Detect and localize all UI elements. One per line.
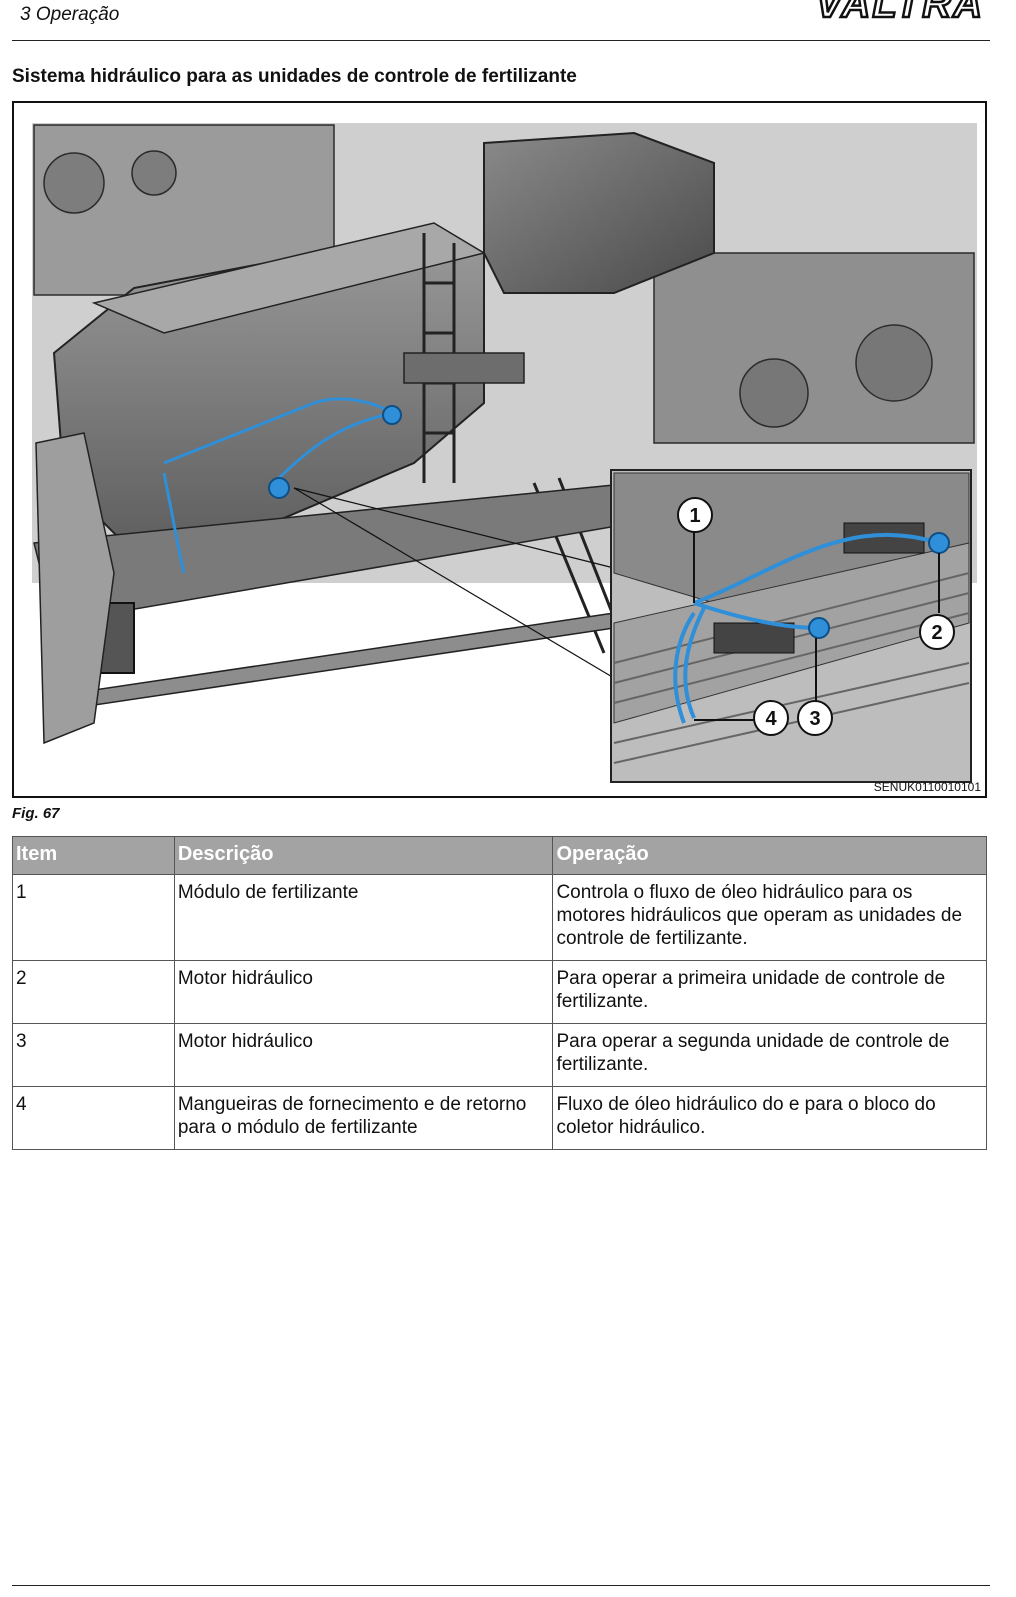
brand-logo: VALTRA (814, 0, 984, 27)
cell-descricao: Módulo de fertilizante (173, 874, 554, 961)
callout-2 (919, 614, 955, 650)
cell-operacao: Para operar a primeira unidade de contro… (552, 960, 987, 1024)
table-header-row: Item Descrição Operação (12, 836, 987, 875)
cell-operacao: Para operar a segunda unidade de control… (552, 1023, 987, 1087)
table-row: 4 Mangueiras de fornecimento e de retorn… (12, 1086, 987, 1150)
cell-item: 1 (12, 874, 175, 961)
cell-item: 3 (12, 1023, 175, 1087)
header-item: Item (12, 836, 175, 875)
machine-illustration: 1 2 3 4 (32, 123, 977, 783)
header-operacao: Operação (552, 836, 987, 875)
callout-3-label: 3 (809, 708, 820, 730)
callout-4 (753, 700, 789, 736)
figure-illustration: 1 2 3 4 SENUK0110010101 (12, 101, 987, 798)
header-descricao: Descrição (173, 836, 554, 875)
footer-rule (12, 1585, 990, 1586)
callout-2-label: 2 (931, 622, 942, 644)
callout-4-label: 4 (765, 708, 777, 730)
cell-descricao: Motor hidráulico (173, 1023, 554, 1087)
cell-operacao: Fluxo de óleo hidráulico do e para o blo… (552, 1086, 987, 1150)
figure-code: SENUK0110010101 (873, 780, 981, 794)
cell-descricao: Motor hidráulico (173, 960, 554, 1024)
callout-3 (797, 700, 833, 736)
cell-item: 2 (12, 960, 175, 1024)
chapter-title: 3 Operação (20, 4, 120, 25)
callout-1-label: 1 (689, 505, 700, 527)
callout-1 (677, 497, 713, 533)
figure-caption: Fig. 67 (12, 805, 60, 822)
cell-operacao: Controla o fluxo de óleo hidráulico para… (552, 874, 987, 961)
page-header: 3 Operação VALTRA (12, 0, 990, 41)
table-row: 2 Motor hidráulico Para operar a primeir… (12, 960, 987, 1024)
cell-descricao: Mangueiras de fornecimento e de retorno … (173, 1086, 554, 1150)
section-title: Sistema hidráulico para as unidades de c… (12, 66, 577, 87)
table-row: 1 Módulo de fertilizante Controla o flux… (12, 874, 987, 961)
table-row: 3 Motor hidráulico Para operar a segunda… (12, 1023, 987, 1087)
items-table: Item Descrição Operação 1 Módulo de fert… (12, 836, 987, 1150)
cell-item: 4 (12, 1086, 175, 1150)
